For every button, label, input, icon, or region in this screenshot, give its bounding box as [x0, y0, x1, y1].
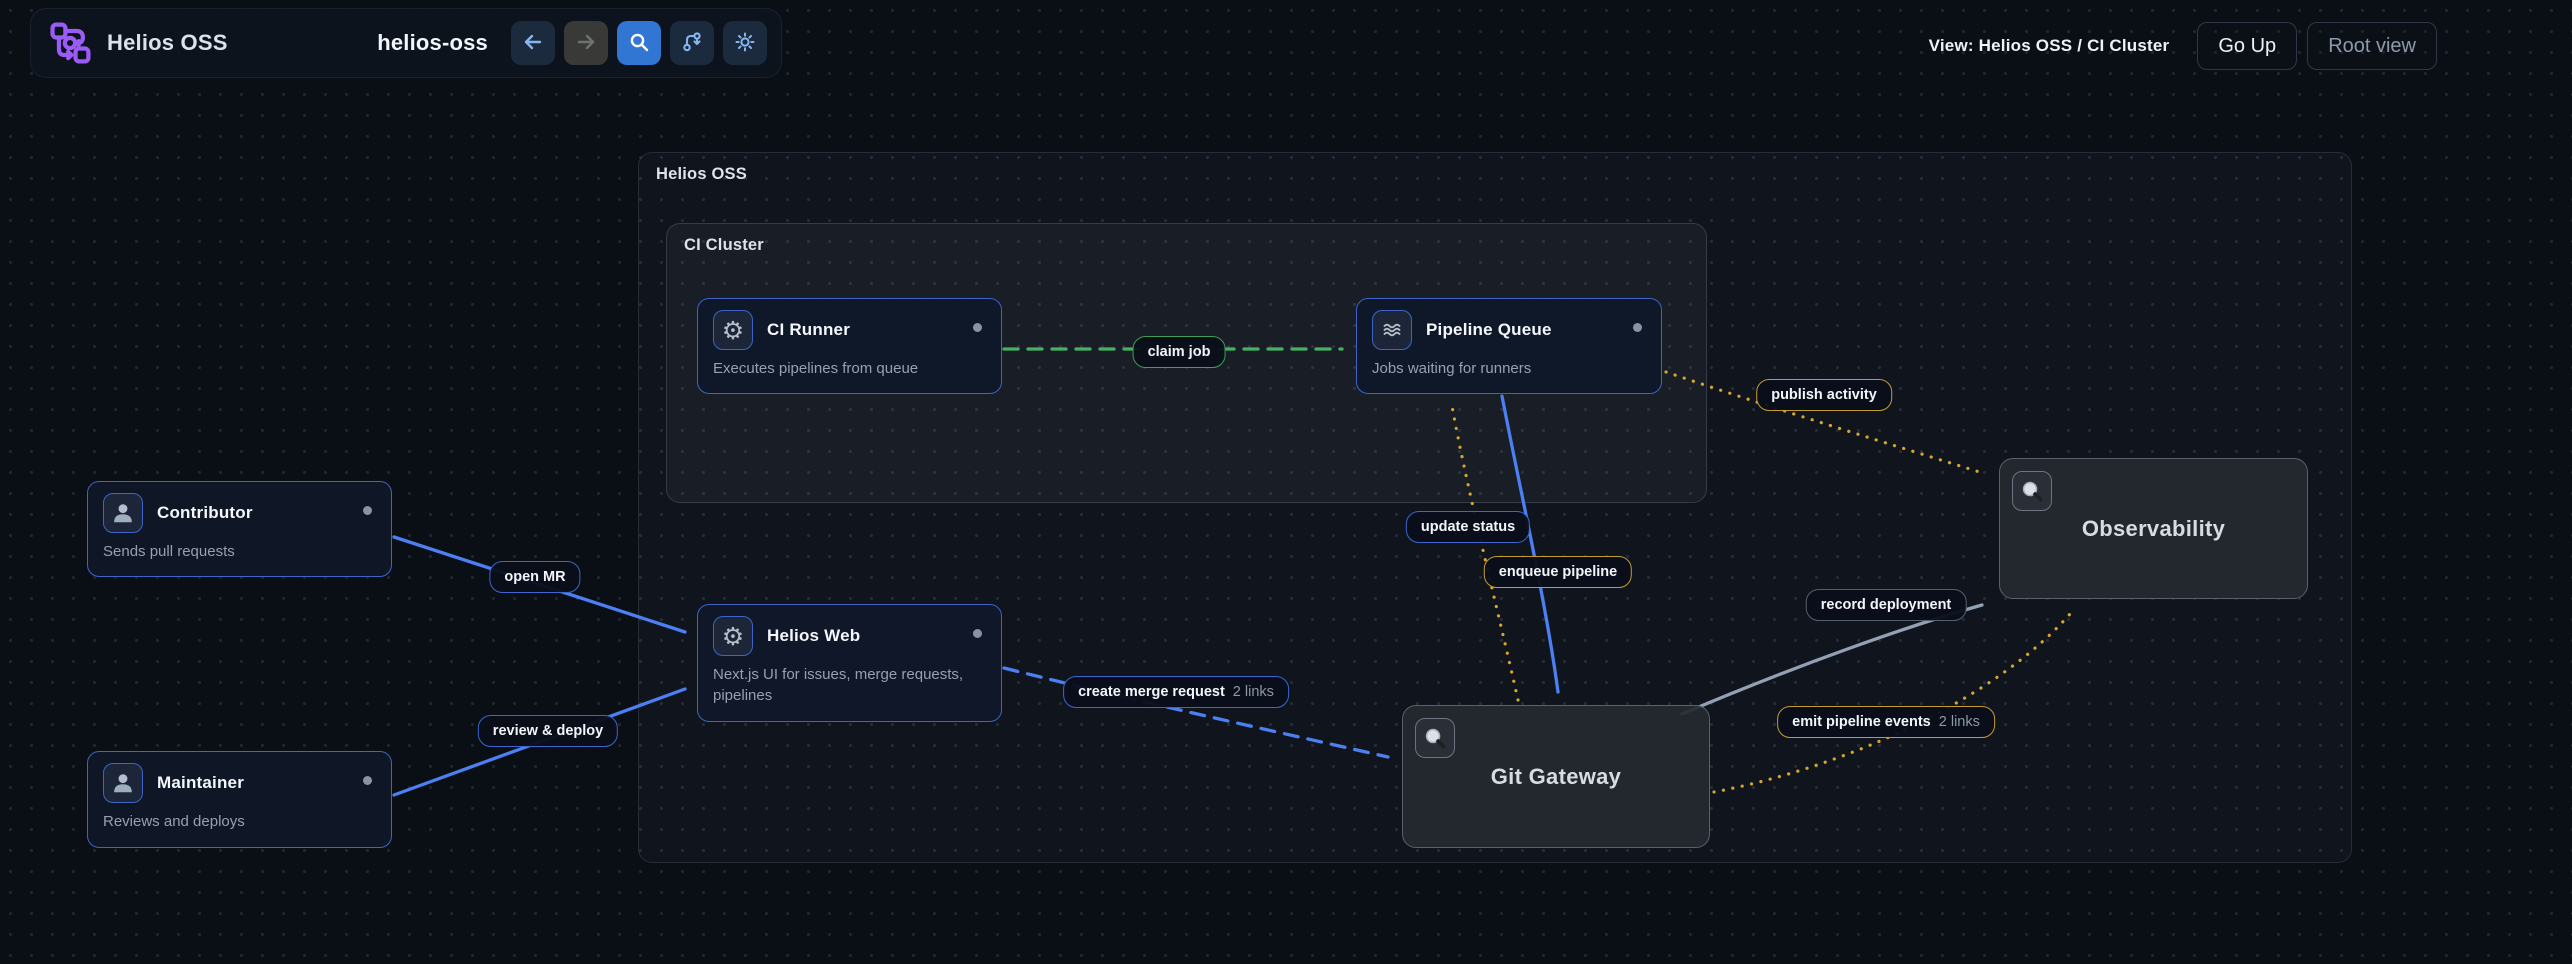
- node-status-dot: [1633, 323, 1642, 332]
- arrow-left-icon: [522, 31, 544, 56]
- node-subtitle: Next.js UI for issues, merge requests, p…: [713, 666, 964, 704]
- sun-icon: [734, 31, 756, 56]
- node-helios-web[interactable]: ⚙ Helios Web Next.js UI for issues, merg…: [697, 604, 1002, 722]
- container-label: Helios OSS: [656, 165, 747, 183]
- node-subtitle: Executes pipelines from queue: [713, 360, 919, 377]
- group-node-git-gateway[interactable]: Git Gateway: [1402, 705, 1710, 848]
- node-icon-box: [1372, 310, 1412, 350]
- node-ci-runner[interactable]: ⚙ CI Runner Executes pipelines from queu…: [697, 298, 1002, 394]
- search-icon: [628, 31, 650, 56]
- node-icon-box: ⚙: [713, 616, 753, 656]
- edge-update-status[interactable]: [1500, 394, 1560, 694]
- arrow-right-icon: [575, 31, 597, 56]
- node-icon-box: ⚙: [713, 310, 753, 350]
- theme-toggle-button[interactable]: [723, 21, 767, 65]
- root-view-button[interactable]: Root view: [2307, 22, 2437, 70]
- node-title: Contributor: [157, 503, 253, 522]
- edge-enqueue-pipeline[interactable]: [1450, 404, 1520, 702]
- app-header: Helios OSS helios-oss: [30, 8, 782, 78]
- node-status-dot: [363, 506, 372, 515]
- person-icon: [114, 774, 132, 793]
- node-status-dot: [973, 323, 982, 332]
- person-icon: [114, 504, 132, 523]
- go-up-button[interactable]: Go Up: [2197, 22, 2298, 70]
- node-icon-box: [103, 493, 143, 533]
- view-breadcrumb: View: Helios OSS / CI Cluster: [1928, 36, 2170, 55]
- edge-label-review-deploy[interactable]: review & deploy: [477, 715, 619, 747]
- forward-button[interactable]: [564, 21, 608, 65]
- edge-label-open-mr[interactable]: open MR: [489, 561, 581, 593]
- node-subtitle: Reviews and deploys: [103, 813, 245, 830]
- container-label: CI Cluster: [684, 236, 764, 254]
- magnifier-icon: [1425, 728, 1446, 749]
- node-title: Pipeline Queue: [1426, 320, 1552, 339]
- git-branch-icon: [681, 31, 703, 56]
- app-logo-workflow-icon: [45, 18, 95, 68]
- zoom-in-icon-box[interactable]: [2012, 471, 2052, 511]
- edge-publish-activity[interactable]: [1664, 370, 1988, 476]
- node-title: CI Runner: [767, 320, 851, 339]
- queue-icon: [1383, 323, 1401, 337]
- workspace-name: helios-oss: [377, 30, 488, 55]
- group-node-title: Observability: [2081, 515, 2226, 541]
- node-subtitle: Sends pull requests: [103, 543, 235, 560]
- app-title: Helios OSS: [107, 30, 228, 55]
- edge-emit-pipeline-events[interactable]: [1712, 612, 2072, 794]
- back-button[interactable]: [511, 21, 555, 65]
- node-pipeline-queue[interactable]: Pipeline Queue Jobs waiting for runners: [1356, 298, 1662, 394]
- edge-links-count: 2 links: [1938, 714, 1980, 730]
- edge-label-enqueue-pipeline[interactable]: enqueue pipeline: [1483, 556, 1633, 588]
- edge-label-claim-job[interactable]: claim job: [1132, 336, 1226, 368]
- edge-record-deployment[interactable]: [1680, 603, 1984, 716]
- node-title: Maintainer: [157, 773, 245, 792]
- edge-create-merge-request[interactable]: [1002, 666, 1390, 759]
- gear-icon: ⚙: [721, 621, 745, 651]
- node-icon-box: [103, 763, 143, 803]
- node-status-dot: [973, 629, 982, 638]
- zoom-in-icon-box[interactable]: [1415, 718, 1455, 758]
- edge-label-update-status[interactable]: update status: [1405, 511, 1531, 543]
- branch-button[interactable]: [670, 21, 714, 65]
- gear-icon: ⚙: [721, 315, 745, 345]
- group-node-observability[interactable]: Observability: [1999, 458, 2308, 599]
- magnifier-icon: [2022, 481, 2043, 502]
- edge-links-count: 2 links: [1232, 684, 1274, 700]
- node-subtitle: Jobs waiting for runners: [1372, 360, 1532, 377]
- node-contributor[interactable]: Contributor Sends pull requests: [87, 481, 392, 577]
- edge-label-record-deployment[interactable]: record deployment: [1805, 589, 1967, 621]
- edge-label-publish-activity[interactable]: publish activity: [1756, 379, 1892, 411]
- search-button[interactable]: [617, 21, 661, 65]
- node-maintainer[interactable]: Maintainer Reviews and deploys: [87, 751, 392, 848]
- node-title: Helios Web: [767, 626, 861, 645]
- node-status-dot: [363, 776, 372, 785]
- view-bar: View: Helios OSS / CI Cluster Go Up Root…: [1929, 22, 2437, 70]
- group-node-title: Git Gateway: [1490, 763, 1622, 789]
